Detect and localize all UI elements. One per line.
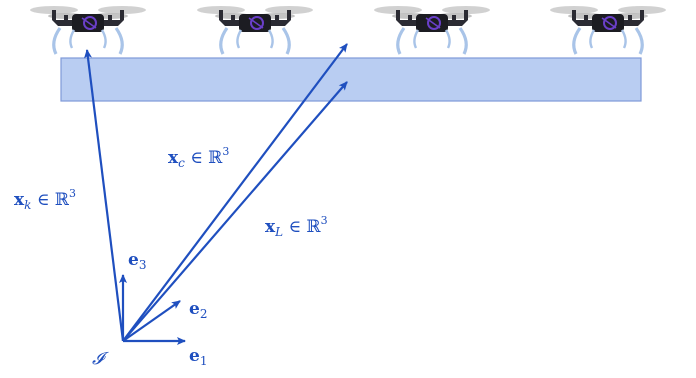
drone-2-icon: [195, 4, 315, 56]
origin-label: 𝓘: [92, 349, 109, 369]
drone-4-icon: [548, 4, 668, 56]
drone-1-icon: [28, 4, 148, 56]
x-l-label: xL ∈ ℝ3: [265, 214, 328, 239]
x-l-arrow: [122, 81, 348, 342]
x-k-label: xk ∈ ℝ3: [14, 187, 76, 212]
payload-bar: [60, 57, 642, 102]
x-c-label: xc ∈ ℝ3: [168, 145, 229, 170]
x-k-arrow: [84, 49, 125, 342]
e2-arrow: [122, 300, 181, 342]
drone-3-icon: [372, 4, 492, 56]
e3-label: e3: [128, 250, 146, 272]
x-c-arrow: [122, 43, 348, 342]
vector-arrows: [84, 43, 348, 345]
e1-label: e1: [189, 346, 207, 368]
e2-label: e2: [189, 299, 207, 321]
